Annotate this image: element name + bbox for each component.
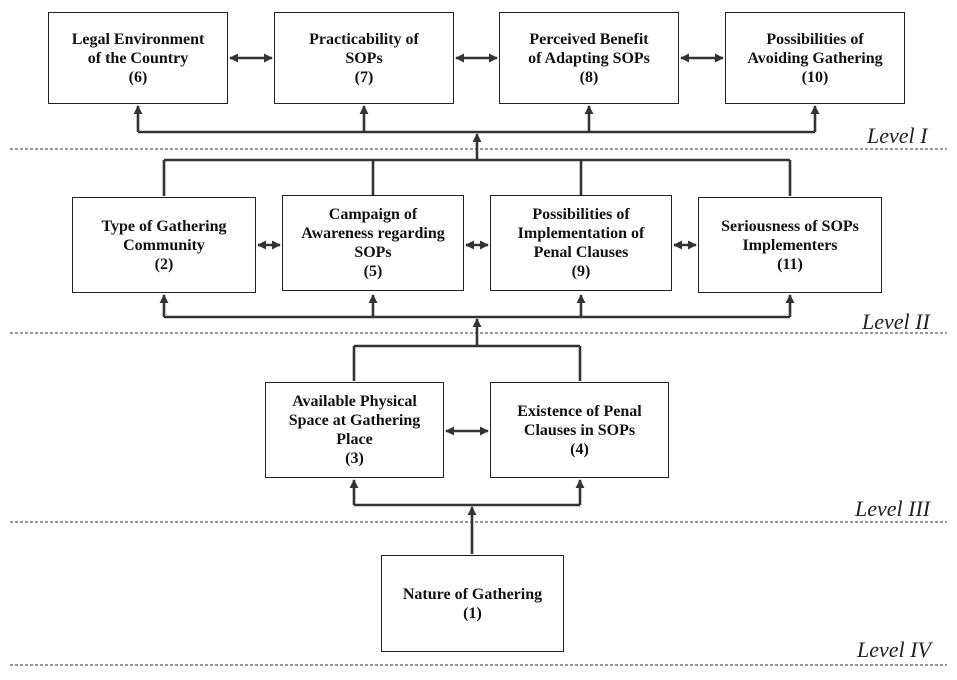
node-text-line: (1) [463, 604, 482, 622]
node-text-line: Legal Environment [71, 30, 205, 48]
node-text-line: (5) [363, 263, 383, 280]
node-text-line: Existence of Penal [517, 402, 642, 420]
node-text-line: Nature of Gathering [402, 585, 543, 603]
node-text-line: Available Physical [292, 393, 417, 410]
node-text-line: (2) [154, 255, 174, 273]
node-text-line: Clauses in SOPs [523, 421, 636, 439]
node-text-line: Implementers [742, 236, 838, 254]
node-text-line: (7) [354, 68, 374, 86]
node-text-line: Avoiding Gathering [747, 49, 883, 67]
node-text-line: Type of Gathering [101, 217, 227, 235]
node-text-line: Seriousness of SOPs [721, 217, 859, 235]
node-text-line: Community [123, 236, 205, 254]
node-text-line: (11) [777, 255, 803, 273]
level-label-3: Level III [855, 496, 931, 521]
level-label-1: Level I [867, 123, 928, 148]
node-text-line: of Adapting SOPs [528, 49, 650, 67]
node-implementation-penal-clauses: Possibilities of Implementation of Penal C… [490, 195, 672, 291]
level-label-4: Level IV [857, 637, 931, 662]
node-text-line: of the Country [87, 49, 189, 67]
node-text-line: Implementation of [517, 225, 645, 242]
node-text-line: Place [336, 431, 373, 448]
node-text-line: Penal Clauses [533, 244, 629, 261]
node-text-line: Space at Gathering [288, 412, 421, 429]
node-text-line: SOPs [354, 244, 392, 261]
node-text-line: (4) [570, 440, 589, 458]
node-text-line: (8) [579, 68, 599, 86]
node-text: Nature of Gathering(1) [403, 585, 542, 623]
node-text: Possibilities of Implementation of Penal C… [518, 205, 645, 281]
node-text-line: Possibilities of [532, 206, 630, 223]
node-text-line: (9) [571, 263, 591, 280]
node-nature-of-gathering: Nature of Gathering(1) [381, 555, 564, 652]
node-text-line: (3) [345, 450, 364, 467]
node-text-line: Awareness regarding [301, 225, 445, 242]
node-text-line: Campaign of [328, 206, 418, 223]
node-text-line: Practicability of [309, 30, 419, 48]
node-text-line: SOPs [345, 49, 383, 67]
node-text-line: (6) [128, 68, 148, 86]
node-text-line: (10) [801, 68, 829, 86]
level-label-2: Level II [862, 309, 930, 334]
node-text-line: Perceived Benefit [529, 30, 649, 48]
node-text-line: Possibilities of [766, 30, 864, 48]
